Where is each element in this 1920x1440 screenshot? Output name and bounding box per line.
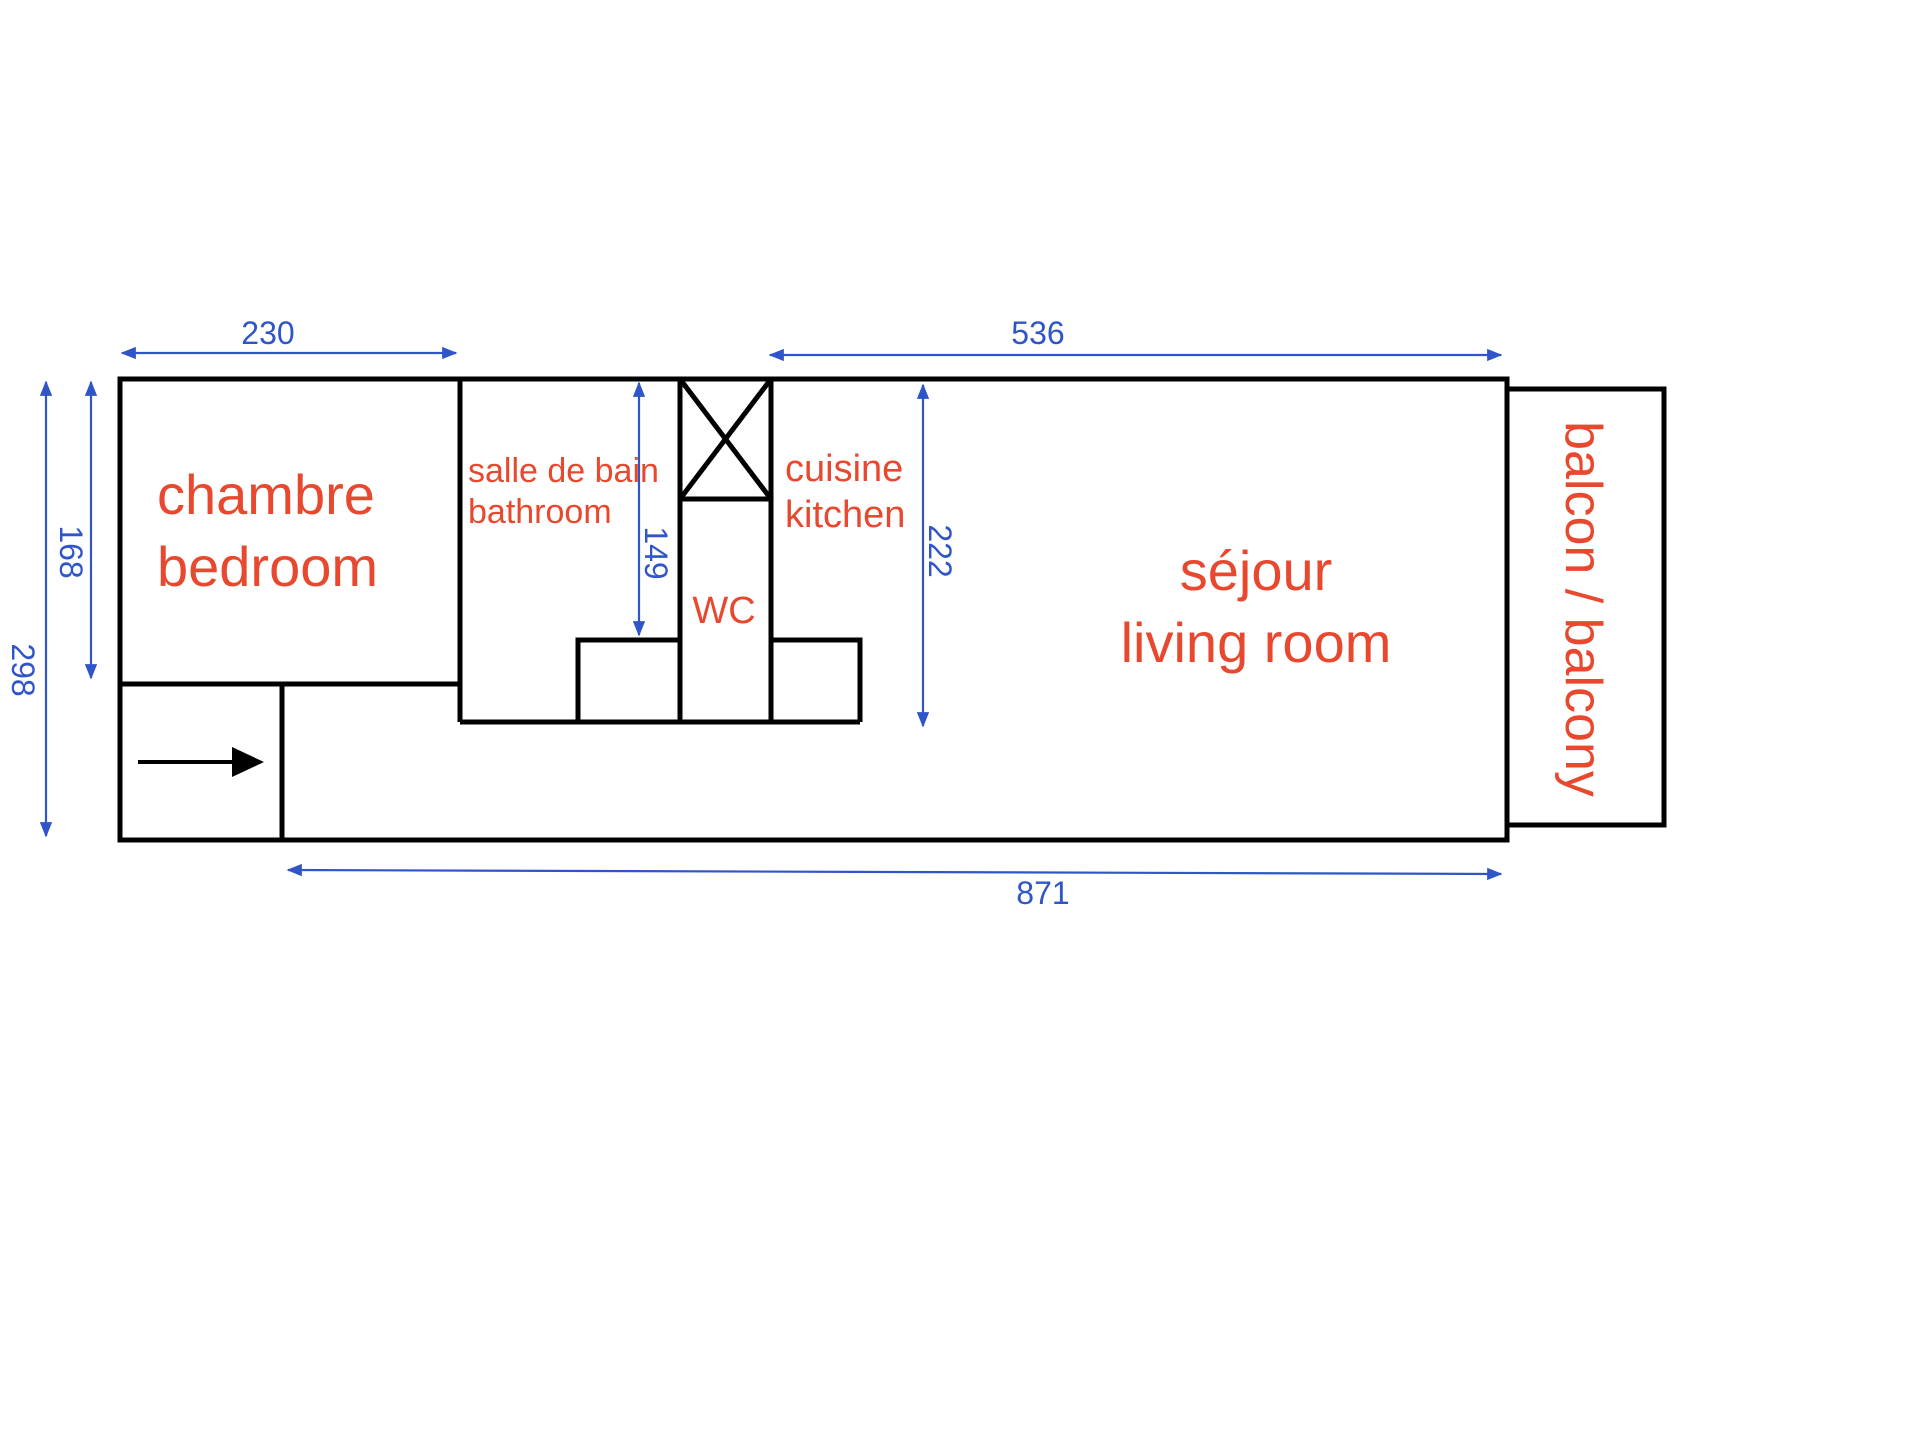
room-label-wc: WC	[692, 590, 755, 632]
room-label-kitchen: kitchen	[785, 494, 905, 536]
dim-line-total-length	[286, 863, 1503, 881]
bathroom-cabinet	[575, 637, 680, 722]
x-box-icon	[677, 376, 774, 502]
dim-label-bathroom-height: 149	[638, 526, 674, 579]
room-label-balcon: balcon / balcony	[1554, 421, 1612, 797]
kitchen-cabinet	[771, 637, 863, 722]
room-label-bathroom: bathroom	[468, 493, 612, 531]
dim-label-total-length: 871	[1016, 875, 1069, 911]
dimension-labels: 230 536 871 298 168 149 222	[5, 315, 1070, 911]
room-labels: chambre bedroom salle de bain bathroom W…	[157, 421, 1612, 797]
balcony-outline	[1504, 386, 1667, 828]
dim-label-kitchen-height: 222	[922, 524, 958, 577]
dim-label-total-height: 298	[5, 643, 41, 696]
dim-label-bedroom-width: 230	[241, 315, 294, 351]
room-label-living-room: living room	[1121, 611, 1392, 674]
arrow-right-icon	[138, 747, 264, 777]
room-label-chambre: chambre	[157, 463, 375, 526]
room-label-bedroom: bedroom	[157, 535, 378, 598]
room-label-sejour: séjour	[1180, 539, 1333, 602]
dim-label-bedroom-height: 168	[53, 525, 89, 578]
walls	[117, 376, 1667, 843]
room-label-cuisine: cuisine	[785, 448, 903, 490]
dimension-lines	[39, 346, 1503, 881]
room-label-salle-de-bain: salle de bain	[468, 452, 659, 490]
dim-label-living-width: 536	[1011, 315, 1064, 351]
